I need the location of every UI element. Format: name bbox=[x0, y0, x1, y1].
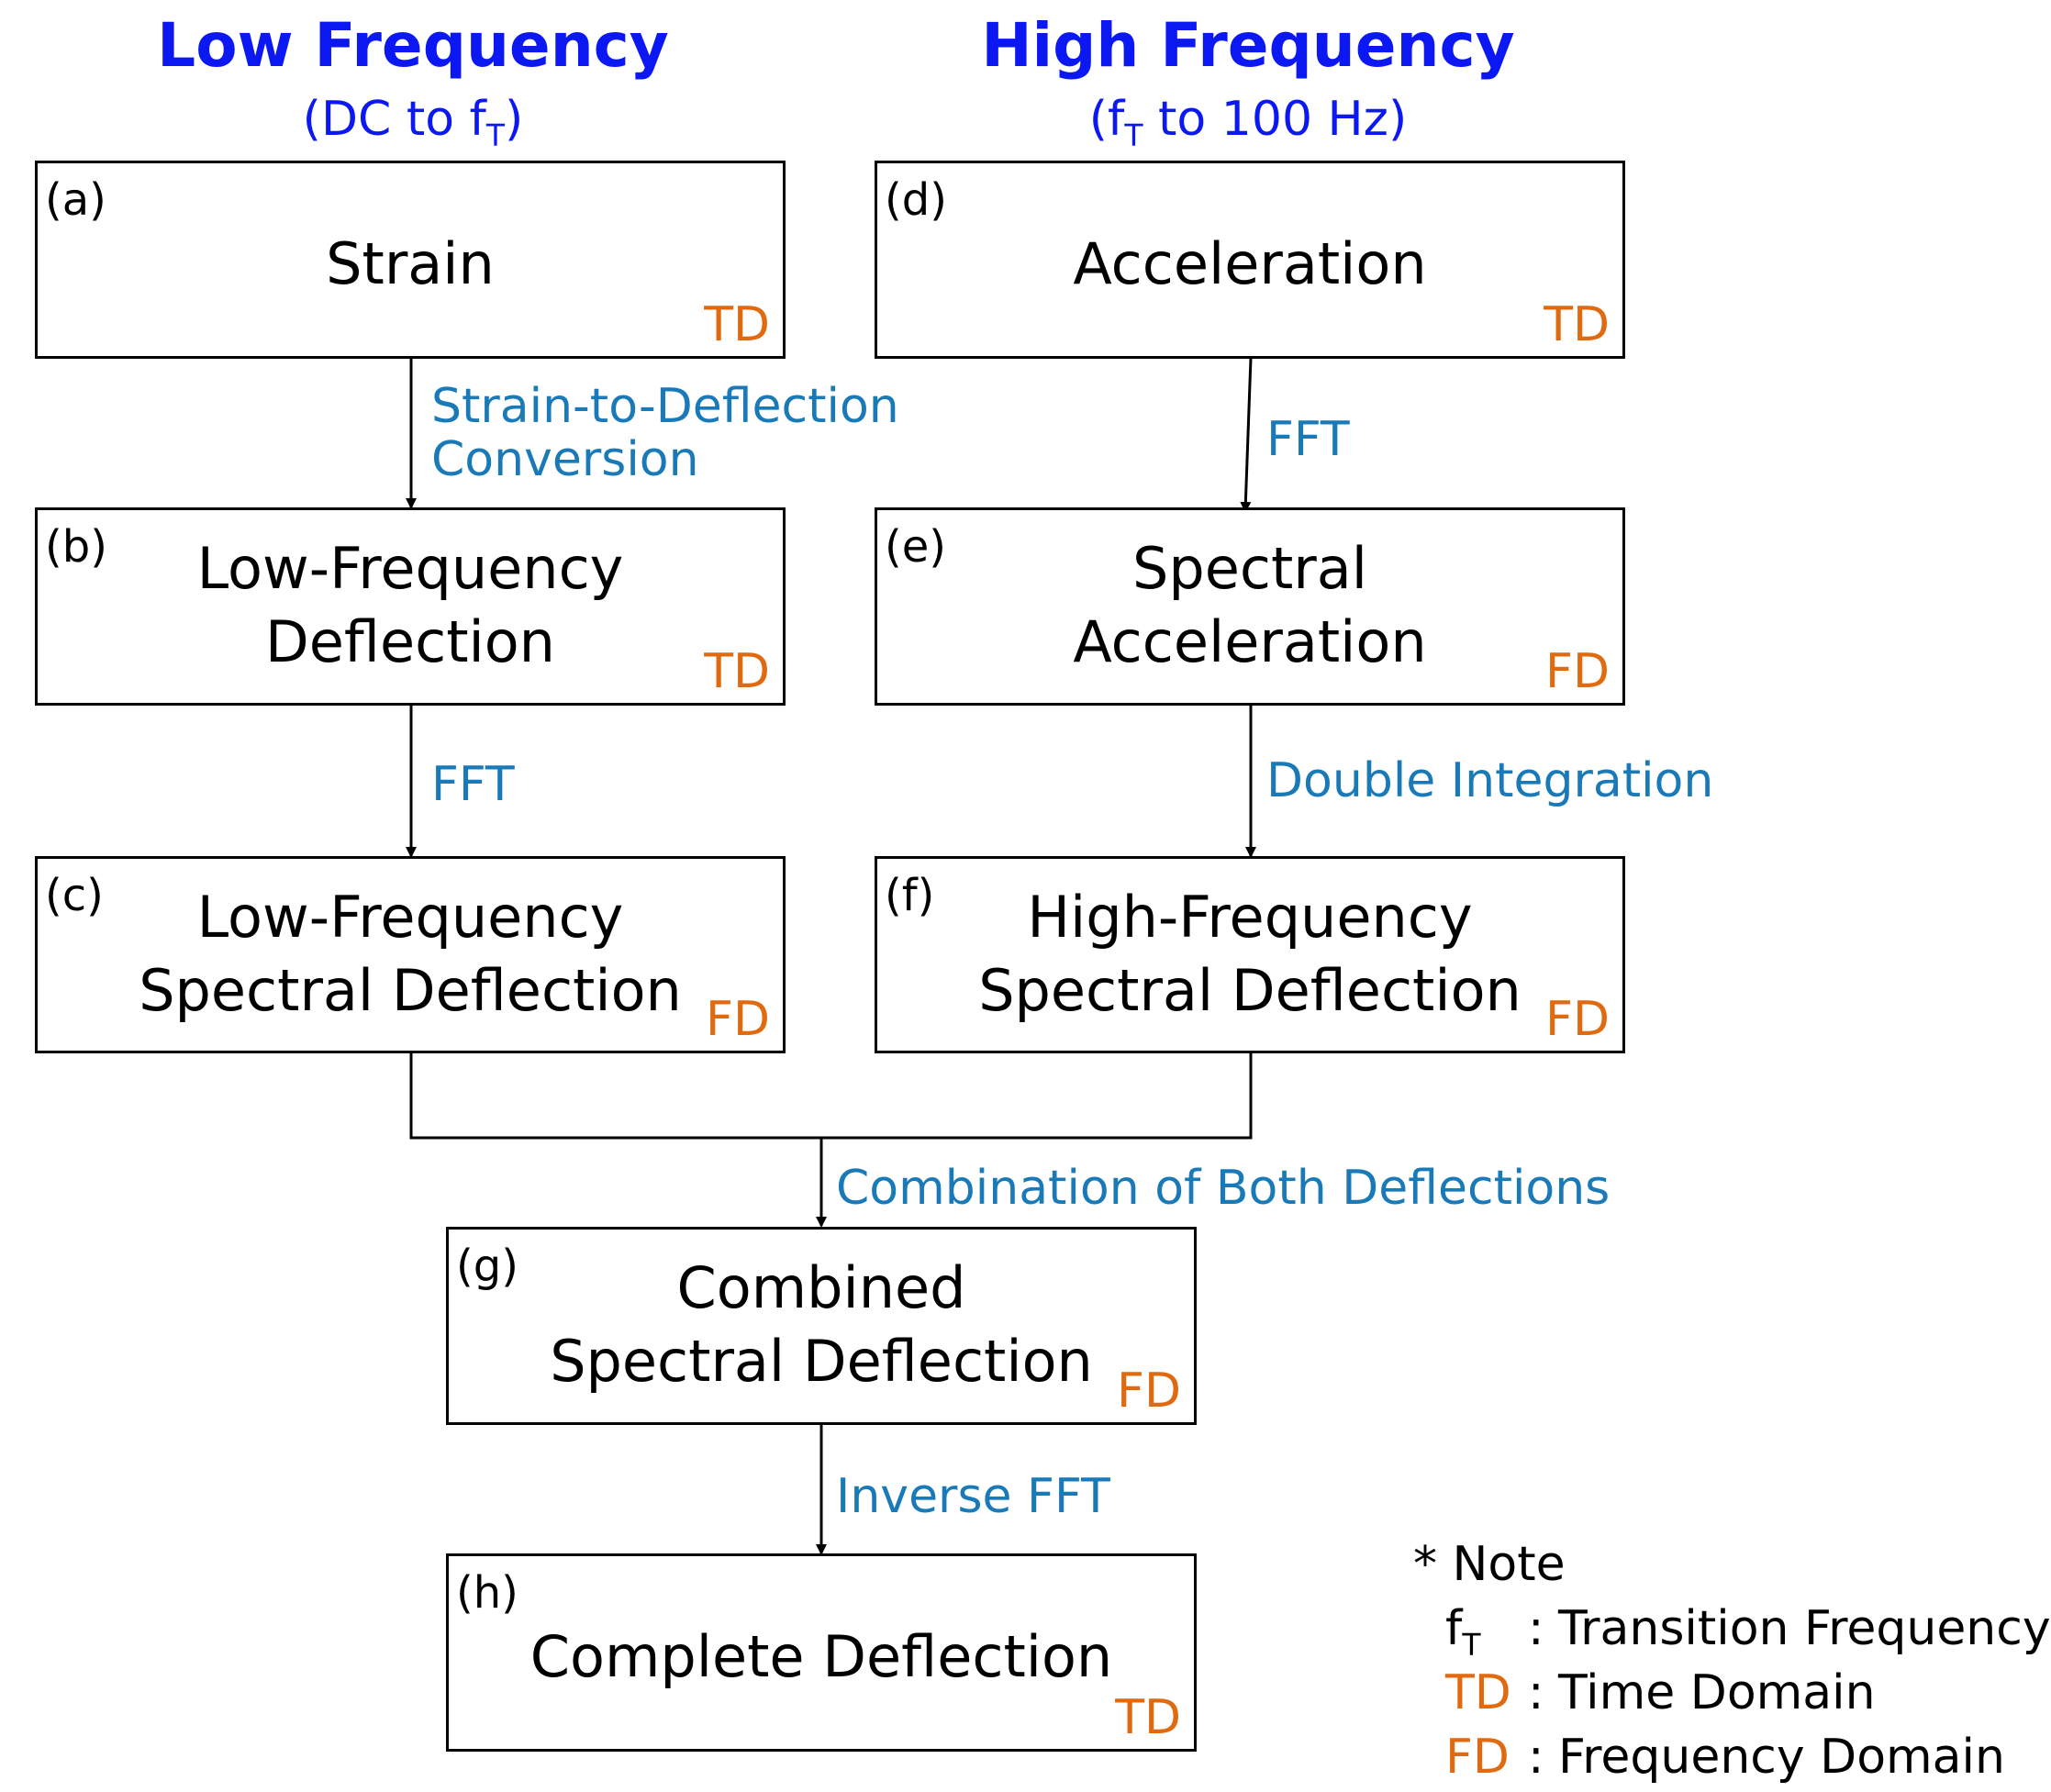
box-b-low-frequency-deflection: (b) Low-Frequency Deflection TD bbox=[35, 507, 786, 706]
label-line2: Conversion bbox=[431, 432, 699, 487]
low-frequency-header: Low Frequency (DC to fT) bbox=[128, 9, 697, 156]
note-item-td: TD : Time Domain bbox=[1413, 1661, 1876, 1725]
note-item-ft: fT : Transition Frequency bbox=[1413, 1597, 2051, 1663]
domain-tag: FD bbox=[1545, 644, 1610, 699]
box-title-line2: Acceleration bbox=[1073, 608, 1427, 675]
box-title-line1: Spectral bbox=[1132, 535, 1367, 602]
domain-tag: FD bbox=[706, 992, 770, 1047]
low-frequency-title: Low Frequency bbox=[157, 10, 669, 81]
box-title-line1: Combined bbox=[676, 1254, 966, 1321]
label-combination: Combination of Both Deflections bbox=[836, 1161, 1611, 1216]
box-a-strain: (a) Strain TD bbox=[35, 161, 786, 359]
box-title-line2: Spectral Deflection bbox=[139, 957, 682, 1024]
note-separator: : bbox=[1528, 1601, 1544, 1656]
box-letter: (e) bbox=[885, 521, 946, 573]
label-inverse-fft: Inverse FFT bbox=[836, 1469, 1110, 1524]
box-letter: (c) bbox=[45, 870, 104, 921]
note-heading: * Note bbox=[1413, 1537, 1566, 1592]
box-title: Strain bbox=[326, 230, 495, 297]
box-title: Combined Spectral Deflection bbox=[449, 1252, 1194, 1398]
high-frequency-title: High Frequency bbox=[981, 10, 1515, 81]
domain-tag: FD bbox=[1545, 992, 1610, 1047]
box-letter: (g) bbox=[456, 1241, 518, 1292]
box-title-line2: Spectral Deflection bbox=[978, 957, 1522, 1024]
arrow-d-to-e bbox=[1240, 357, 1253, 513]
box-title-line1: Low-Frequency bbox=[196, 535, 624, 602]
domain-tag: TD bbox=[1544, 297, 1610, 352]
note-item-fd: FD : Frequency Domain bbox=[1413, 1725, 2005, 1789]
domain-tag: FD bbox=[1117, 1363, 1181, 1419]
high-frequency-range: (fT to 100 Hz) bbox=[1088, 92, 1408, 153]
box-title: Low-Frequency Spectral Deflection bbox=[38, 881, 783, 1028]
box-title: Complete Deflection bbox=[529, 1623, 1113, 1690]
box-letter: (d) bbox=[885, 174, 947, 226]
domain-tag: TD bbox=[1115, 1690, 1181, 1745]
note-definition: Frequency Domain bbox=[1558, 1730, 2005, 1785]
label-double-integration: Double Integration bbox=[1266, 753, 1714, 808]
note-separator: : bbox=[1528, 1730, 1544, 1785]
domain-tag: TD bbox=[704, 644, 770, 699]
high-frequency-header: High Frequency (fT to 100 Hz) bbox=[973, 9, 1523, 156]
box-e-spectral-acceleration: (e) Spectral Acceleration FD bbox=[875, 507, 1625, 706]
note-symbol: FD bbox=[1445, 1730, 1510, 1785]
merge-line bbox=[409, 1052, 1253, 1140]
box-letter: (a) bbox=[45, 174, 106, 226]
box-f-high-frequency-spectral-deflection: (f) High-Frequency Spectral Deflection F… bbox=[875, 856, 1625, 1053]
box-letter: (b) bbox=[45, 521, 107, 573]
box-letter: (h) bbox=[456, 1567, 518, 1619]
note-separator: : bbox=[1528, 1665, 1544, 1720]
label-line1: Strain-to-Deflection bbox=[431, 379, 899, 434]
box-title-line2: Spectral Deflection bbox=[550, 1328, 1093, 1395]
box-title-line1: Low-Frequency bbox=[196, 884, 624, 951]
box-title-line1: High-Frequency bbox=[1027, 884, 1473, 951]
box-title: Spectral Acceleration bbox=[877, 532, 1622, 679]
box-letter: (f) bbox=[885, 870, 935, 921]
label-strain-to-deflection: Strain-to-Deflection Conversion bbox=[431, 380, 899, 486]
note-symbol: fT bbox=[1445, 1601, 1481, 1663]
box-title: High-Frequency Spectral Deflection bbox=[877, 881, 1622, 1028]
label-fft-low: FFT bbox=[431, 757, 515, 812]
box-g-combined-spectral-deflection: (g) Combined Spectral Deflection FD bbox=[446, 1227, 1197, 1425]
box-title-line2: Deflection bbox=[265, 608, 555, 675]
box-d-acceleration: (d) Acceleration TD bbox=[875, 161, 1625, 359]
low-frequency-range: (DC to fT) bbox=[302, 92, 524, 153]
note-definition: Time Domain bbox=[1558, 1665, 1876, 1720]
label-fft-high: FFT bbox=[1266, 412, 1350, 467]
note-legend: * Note fT : Transition Frequency TD : Ti… bbox=[1413, 1532, 2051, 1789]
box-c-low-frequency-spectral-deflection: (c) Low-Frequency Spectral Deflection FD bbox=[35, 856, 786, 1053]
note-definition: Transition Frequency bbox=[1558, 1601, 2051, 1656]
note-symbol: TD bbox=[1445, 1665, 1511, 1720]
box-h-complete-deflection: (h) Complete Deflection TD bbox=[446, 1553, 1197, 1752]
domain-tag: TD bbox=[704, 297, 770, 352]
box-title: Acceleration bbox=[1073, 230, 1427, 297]
box-title: Low-Frequency Deflection bbox=[38, 532, 783, 679]
